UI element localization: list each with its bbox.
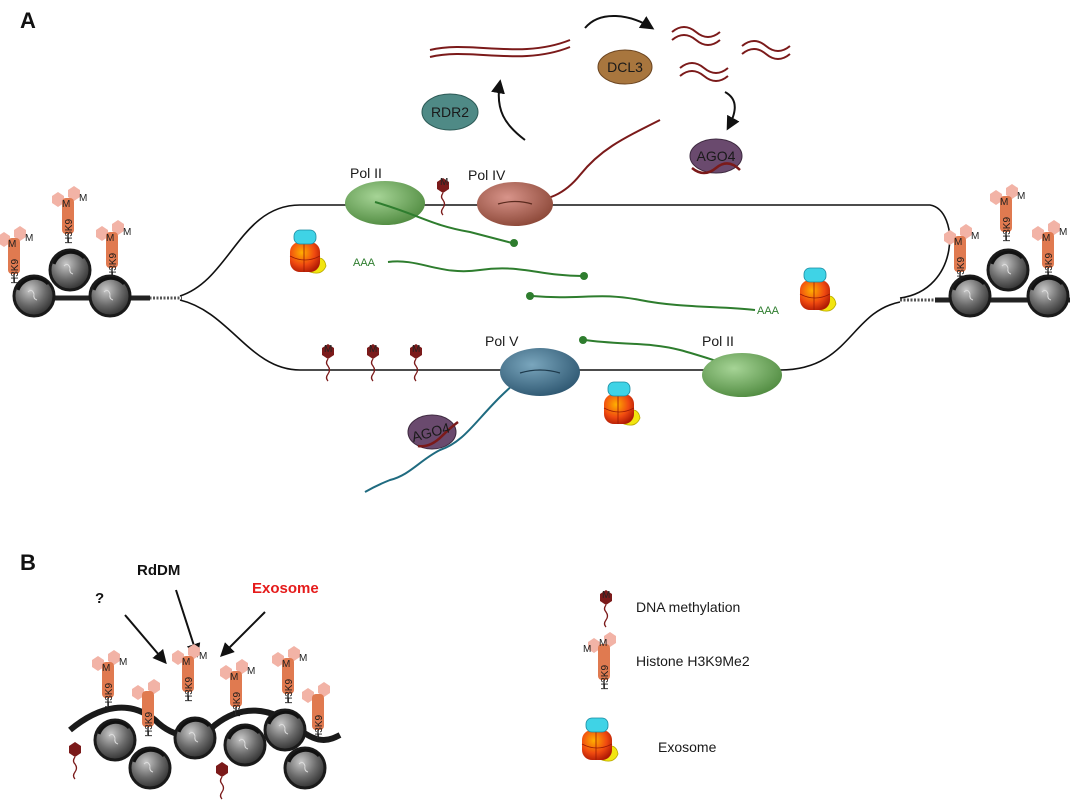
rdr2-label: RDR2 xyxy=(431,104,469,120)
methyl-letter: M xyxy=(282,659,290,670)
histone-label: H3K9 xyxy=(956,257,967,282)
methyl-letter: M xyxy=(8,239,16,250)
exosome-right xyxy=(799,267,837,312)
ago4-bottom: AGO4 xyxy=(407,414,459,450)
methyl-letter: M xyxy=(299,653,307,664)
methyl-letter: M xyxy=(1059,227,1067,238)
methyl-letter: M xyxy=(25,233,33,244)
dcl3-enzyme: DCL3 xyxy=(597,49,653,85)
methyl-letter: M xyxy=(62,199,70,210)
legend-histone: Histone H3K9Me2 xyxy=(636,653,750,669)
methyl-letter: M xyxy=(182,657,190,668)
rdr2-enzyme: RDR2 xyxy=(421,93,479,131)
fiber-labels: M M M M M M M M H3K9 H3K9 H3K9 H3K9 H3K9… xyxy=(102,651,325,740)
unknown-pathway-label: ? xyxy=(95,590,104,607)
panel-b-label: B xyxy=(20,550,36,575)
rddm-label: RdDM xyxy=(137,562,180,579)
lower-methyl-marks: M M M xyxy=(321,343,423,382)
pol4-label: Pol IV xyxy=(468,167,506,183)
histone-label: H3K9 xyxy=(232,692,243,717)
panel-b-arrows xyxy=(124,589,266,665)
exosome-force-label: Exosome xyxy=(252,580,319,597)
pol2-bottom: Pol II xyxy=(579,333,782,397)
methyl-letter: M xyxy=(247,666,255,677)
histone-label: H3K9 xyxy=(144,712,155,737)
methyl-letter: M xyxy=(1000,197,1008,208)
mrna-right: AAA xyxy=(526,292,780,317)
pol2-bottom-label: Pol II xyxy=(702,333,734,349)
legend: M DNA methylation M M H3K9 Histone H3K9M… xyxy=(581,589,750,762)
pol2-top: Pol II xyxy=(345,165,518,247)
methyl-letter: M xyxy=(583,644,591,655)
ago4-top: AGO4 xyxy=(689,138,743,175)
legend-exosome-icon xyxy=(581,717,619,762)
histone-label: H3K9 xyxy=(104,683,115,708)
methyl-letter: M xyxy=(412,344,420,355)
histone-label: H3K9 xyxy=(284,679,295,704)
chromatin-right xyxy=(935,183,1070,318)
methyl-letter: M xyxy=(1017,191,1025,202)
aaa-tail-right: AAA xyxy=(757,305,780,317)
methyl-letter: M xyxy=(971,231,979,242)
legend-exosome: Exosome xyxy=(658,739,717,755)
methyl-letter: M xyxy=(954,237,962,248)
methyl-letter: M xyxy=(369,344,377,355)
methyl-letter: M xyxy=(106,233,114,244)
methyl-letter: M xyxy=(102,663,110,674)
histone-label: H3K9 xyxy=(1044,253,1055,278)
ago4-top-label: AGO4 xyxy=(697,148,736,164)
dcl3-label: DCL3 xyxy=(607,59,643,75)
panel-a-label: A xyxy=(20,8,36,33)
methyl-letter: M xyxy=(1042,233,1050,244)
histone-label: H3K9 xyxy=(184,677,195,702)
histone-label: H3K9 xyxy=(64,219,75,244)
histone-label: H3K9 xyxy=(314,715,325,740)
methyl-letter: M xyxy=(230,672,238,683)
chromatin-left xyxy=(0,185,150,318)
methyl-letter: M xyxy=(79,193,87,204)
histone-label: H3K9 xyxy=(1002,217,1013,242)
methyl-letter: M xyxy=(599,638,607,649)
chromatin-left-labels: M M M M M M H3K9 H3K9 H3K9 xyxy=(8,193,131,284)
pol4: Pol IV xyxy=(468,167,553,226)
exosome-left xyxy=(289,229,327,274)
methyl-letter: M xyxy=(199,651,207,662)
methyl-letter: M xyxy=(440,177,448,188)
exosome-middle xyxy=(603,381,641,426)
histone-label: H3K9 xyxy=(600,665,611,690)
mrna-left: AAA xyxy=(353,257,588,280)
pol5: Pol V xyxy=(364,333,580,493)
histone-label: H3K9 xyxy=(108,253,119,278)
histone-label: H3K9 xyxy=(10,259,21,284)
aaa-tail-left: AAA xyxy=(353,257,376,269)
legend-dna-methylation: DNA methylation xyxy=(636,599,740,615)
heterochromatin-fiber xyxy=(68,643,342,800)
sirna-pathway xyxy=(429,26,791,206)
methyl-letter: M xyxy=(602,590,610,601)
methyl-letter: M xyxy=(119,657,127,668)
methyl-letter: M xyxy=(324,344,332,355)
pathway-arrows xyxy=(491,14,740,141)
pol5-label: Pol V xyxy=(485,333,519,349)
chromatin-right-labels: M M M M M M H3K9 H3K9 H3K9 xyxy=(954,191,1067,282)
methyl-letter: M xyxy=(123,227,131,238)
pol2-top-label: Pol II xyxy=(350,165,382,181)
